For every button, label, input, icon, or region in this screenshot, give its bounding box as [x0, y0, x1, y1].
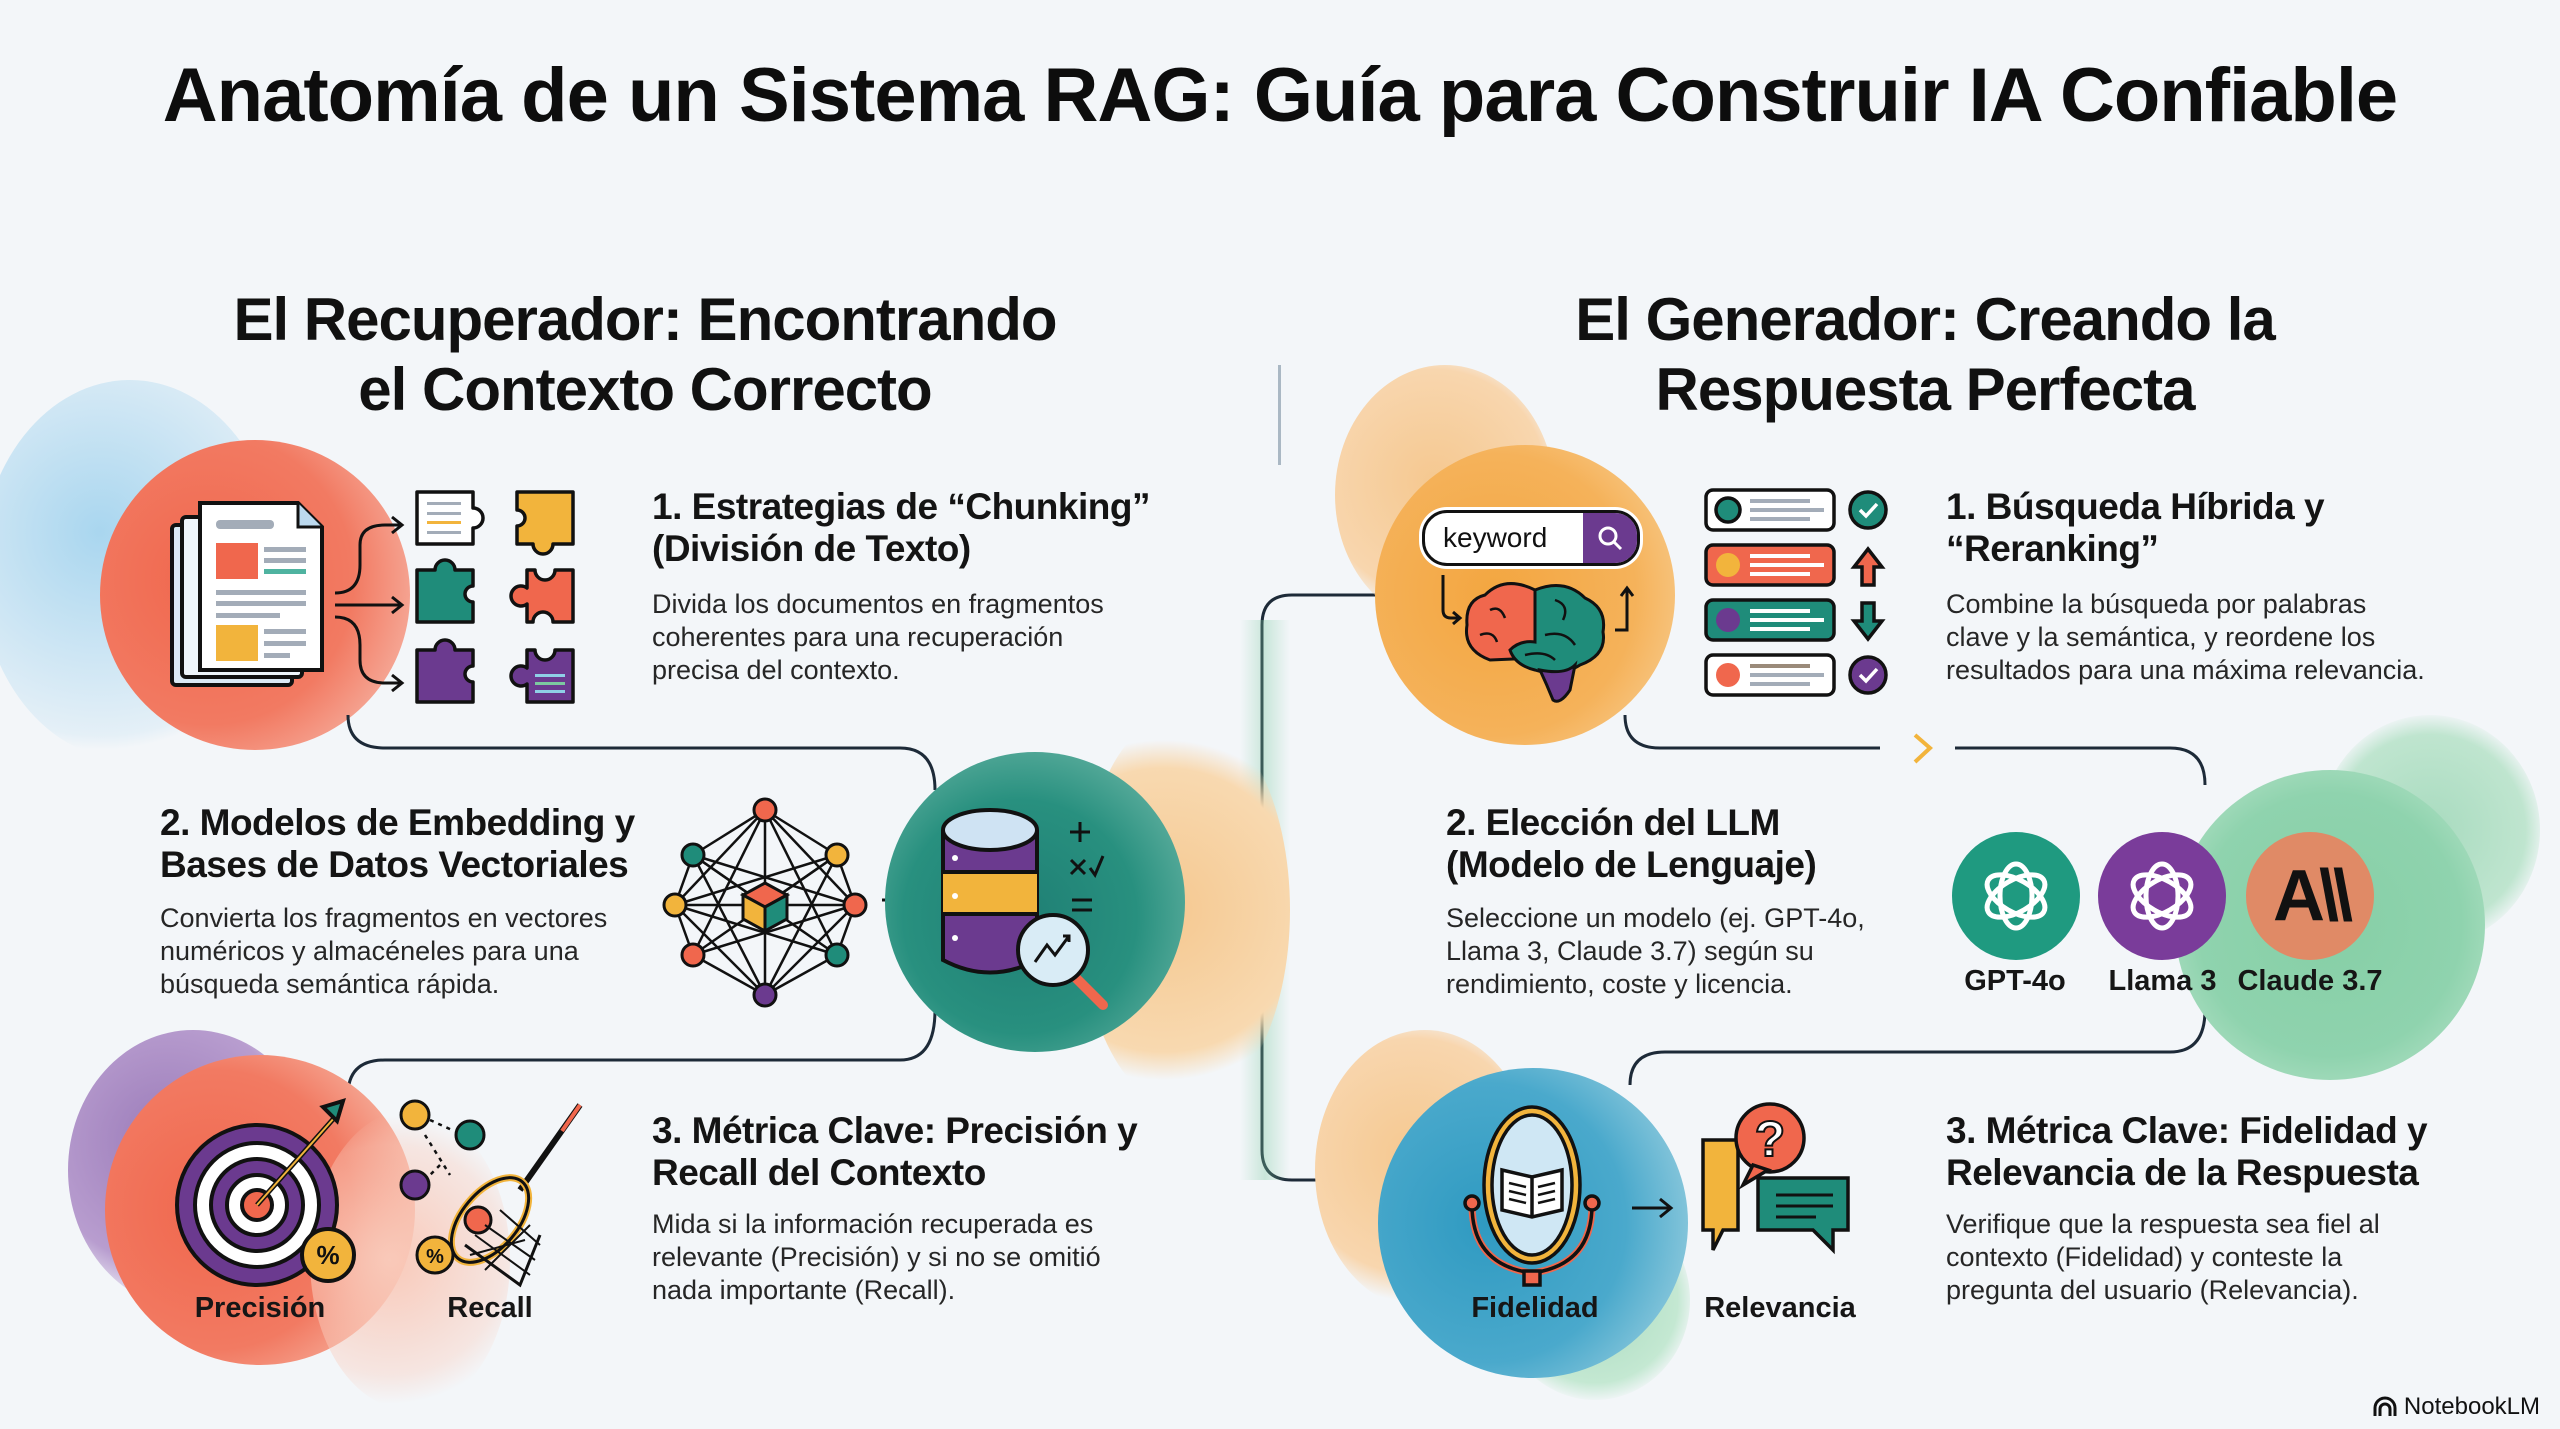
retriever-item1-body: Divida los documentos en fragmentos cohe… [652, 588, 1104, 687]
arrow-right-icon-2 [1632, 1197, 1674, 1219]
net-icon: % [399, 1099, 583, 1288]
retriever-item1-body-line3: precisa del contexto. [652, 655, 900, 685]
document-stack-icon [170, 501, 324, 687]
retriever-item2-title: 2. Modelos de Embedding y Bases de Datos… [160, 802, 635, 886]
generator-item1-title-line1: 1. Búsqueda Híbrida y [1946, 486, 2325, 527]
llama-knot-icon [2130, 861, 2194, 931]
generator-item1-body-line2: clave y la semántica, y reordene los [1946, 622, 2376, 652]
retriever-item2-title-line1: 2. Modelos de Embedding y [160, 802, 635, 843]
retriever-item3-body-line1: Mida si la información recuperada es [652, 1209, 1094, 1239]
openai-knot-icon [1984, 861, 2048, 931]
target-icon: % [175, 1098, 356, 1287]
caption-relevance: Relevancia [1704, 1292, 1856, 1324]
generator-item3-body: Verifique que la respuesta sea fiel al c… [1946, 1208, 2380, 1307]
generator-heading-line1: El Generador: Creando la [1575, 286, 2276, 353]
puzzle-pieces-icon [415, 490, 575, 704]
generator-item3-title-line2: Relevancia de la Respuesta [1946, 1152, 2419, 1193]
brand-label: NotebookLM [2403, 1393, 2540, 1420]
llama-logo [2098, 832, 2226, 960]
notebooklm-logo-icon [2373, 1396, 2397, 1416]
retriever-heading-line2: el Contexto Correcto [358, 356, 932, 423]
retriever-item1-title-line2: (División de Texto) [652, 528, 971, 569]
retriever-heading: El Recuperador: Encontrando el Contexto … [145, 285, 1145, 425]
generator-item2-title: 2. Elección del LLM (Modelo de Lenguaje) [1446, 802, 1817, 886]
generator-item3-body-line1: Verifique que la respuesta sea fiel al [1946, 1209, 2380, 1239]
mirror-book-icon [1463, 1105, 1601, 1287]
page-title: Anatomía de un Sistema RAG: Guía para Co… [162, 53, 2398, 138]
retriever-item3-body-line2: relevante (Precisión) y si no se omitió [652, 1242, 1101, 1272]
generator-item1-body: Combine la búsqueda por palabras clave y… [1946, 588, 2425, 687]
generator-item3-title: 3. Métrica Clave: Fidelidad y Relevancia… [1946, 1110, 2428, 1194]
neural-network-icon [662, 797, 868, 1008]
retriever-item2-title-line2: Bases de Datos Vectoriales [160, 844, 629, 885]
generator-item2-title-line2: (Modelo de Lenguaje) [1446, 844, 1817, 885]
generator-item2-body-line3: rendimiento, coste y licencia. [1446, 969, 1793, 999]
keyword-text: keyword [1443, 522, 1548, 553]
brand-watermark: NotebookLM [2372, 1393, 2540, 1421]
generator-item2-body: Seleccione un modelo (ej. GPT-4o, Llama … [1446, 902, 1865, 1001]
retriever-item1-title: 1. Estrategias de “Chunking” (División d… [652, 486, 1150, 570]
retriever-item2-body-line2: numéricos y almacéneles para una [160, 936, 579, 966]
retriever-item2-body-line1: Convierta los fragmentos en vectores [160, 903, 608, 933]
generator-heading-line2: Respuesta Perfecta [1655, 356, 2196, 423]
generator-item3-body-line2: contexto (Fidelidad) y conteste la [1946, 1242, 2343, 1272]
gpt-logo [1952, 832, 2080, 960]
generator-item2-body-line1: Seleccione un modelo (ej. GPT-4o, [1446, 903, 1865, 933]
speech-bubbles-icon: ? [1701, 1102, 1850, 1255]
retriever-item2-body: Convierta los fragmentos en vectores num… [160, 902, 607, 1001]
generator-item1-body-line1: Combine la búsqueda por palabras [1946, 589, 2367, 619]
caption-recall: Recall [447, 1292, 533, 1324]
svg-text:%: % [316, 1240, 339, 1270]
generator-item1-title-line2: “Reranking” [1946, 528, 2159, 569]
generator-item1-body-line3: resultados para una máxima relevancia. [1946, 655, 2425, 685]
retriever-item3-body-line3: nada importante (Recall). [652, 1275, 956, 1305]
generator-heading: El Generador: Creando la Respuesta Perfe… [1425, 285, 2425, 425]
generator-item3-body-line3: pregunta del usuario (Relevancia). [1946, 1275, 2359, 1305]
section-divider [1278, 365, 1281, 465]
retriever-item3-title: 3. Métrica Clave: Precisión y Recall del… [652, 1110, 1138, 1194]
model-label-gpt: GPT-4o [1964, 965, 2066, 997]
split-arrows-icon [334, 515, 405, 693]
claude-logo: A\\ [2246, 832, 2374, 960]
brain-icon [1441, 575, 1635, 703]
caption-precision: Precisión [194, 1292, 326, 1324]
retriever-item3-title-line2: Recall del Contexto [652, 1152, 986, 1193]
caption-fidelity: Fidelidad [1471, 1292, 1599, 1324]
retriever-heading-line1: El Recuperador: Encontrando [233, 286, 1057, 353]
retriever-item1-body-line1: Divida los documentos en fragmentos [652, 589, 1104, 619]
generator-item2-title-line1: 2. Elección del LLM [1446, 802, 1780, 843]
anthropic-icon: A\\ [2272, 856, 2353, 936]
retriever-item1-title-line1: 1. Estrategias de “Chunking” [652, 486, 1150, 527]
generator-item2-body-line2: Llama 3, Claude 3.7) según su [1446, 936, 1814, 966]
svg-text:?: ? [1755, 1111, 1786, 1167]
retriever-item2-body-line3: búsqueda semántica rápida. [160, 969, 500, 999]
search-icon [1583, 513, 1637, 563]
vector-database-icon [941, 808, 1108, 1010]
retriever-item1-body-line2: coherentes para una recuperación [652, 622, 1064, 652]
rerank-list-icon [1704, 488, 1888, 697]
svg-text:%: % [426, 1246, 444, 1268]
generator-item3-title-line1: 3. Métrica Clave: Fidelidad y [1946, 1110, 2428, 1151]
model-label-claude: Claude 3.7 [2237, 965, 2383, 997]
retriever-item3-title-line1: 3. Métrica Clave: Precisión y [652, 1110, 1138, 1151]
model-label-llama: Llama 3 [2108, 965, 2217, 997]
keyword-search-bar: keyword [1422, 510, 1640, 566]
generator-item1-title: 1. Búsqueda Híbrida y “Reranking” [1946, 486, 2325, 570]
retriever-item3-body: Mida si la información recuperada es rel… [652, 1208, 1101, 1307]
